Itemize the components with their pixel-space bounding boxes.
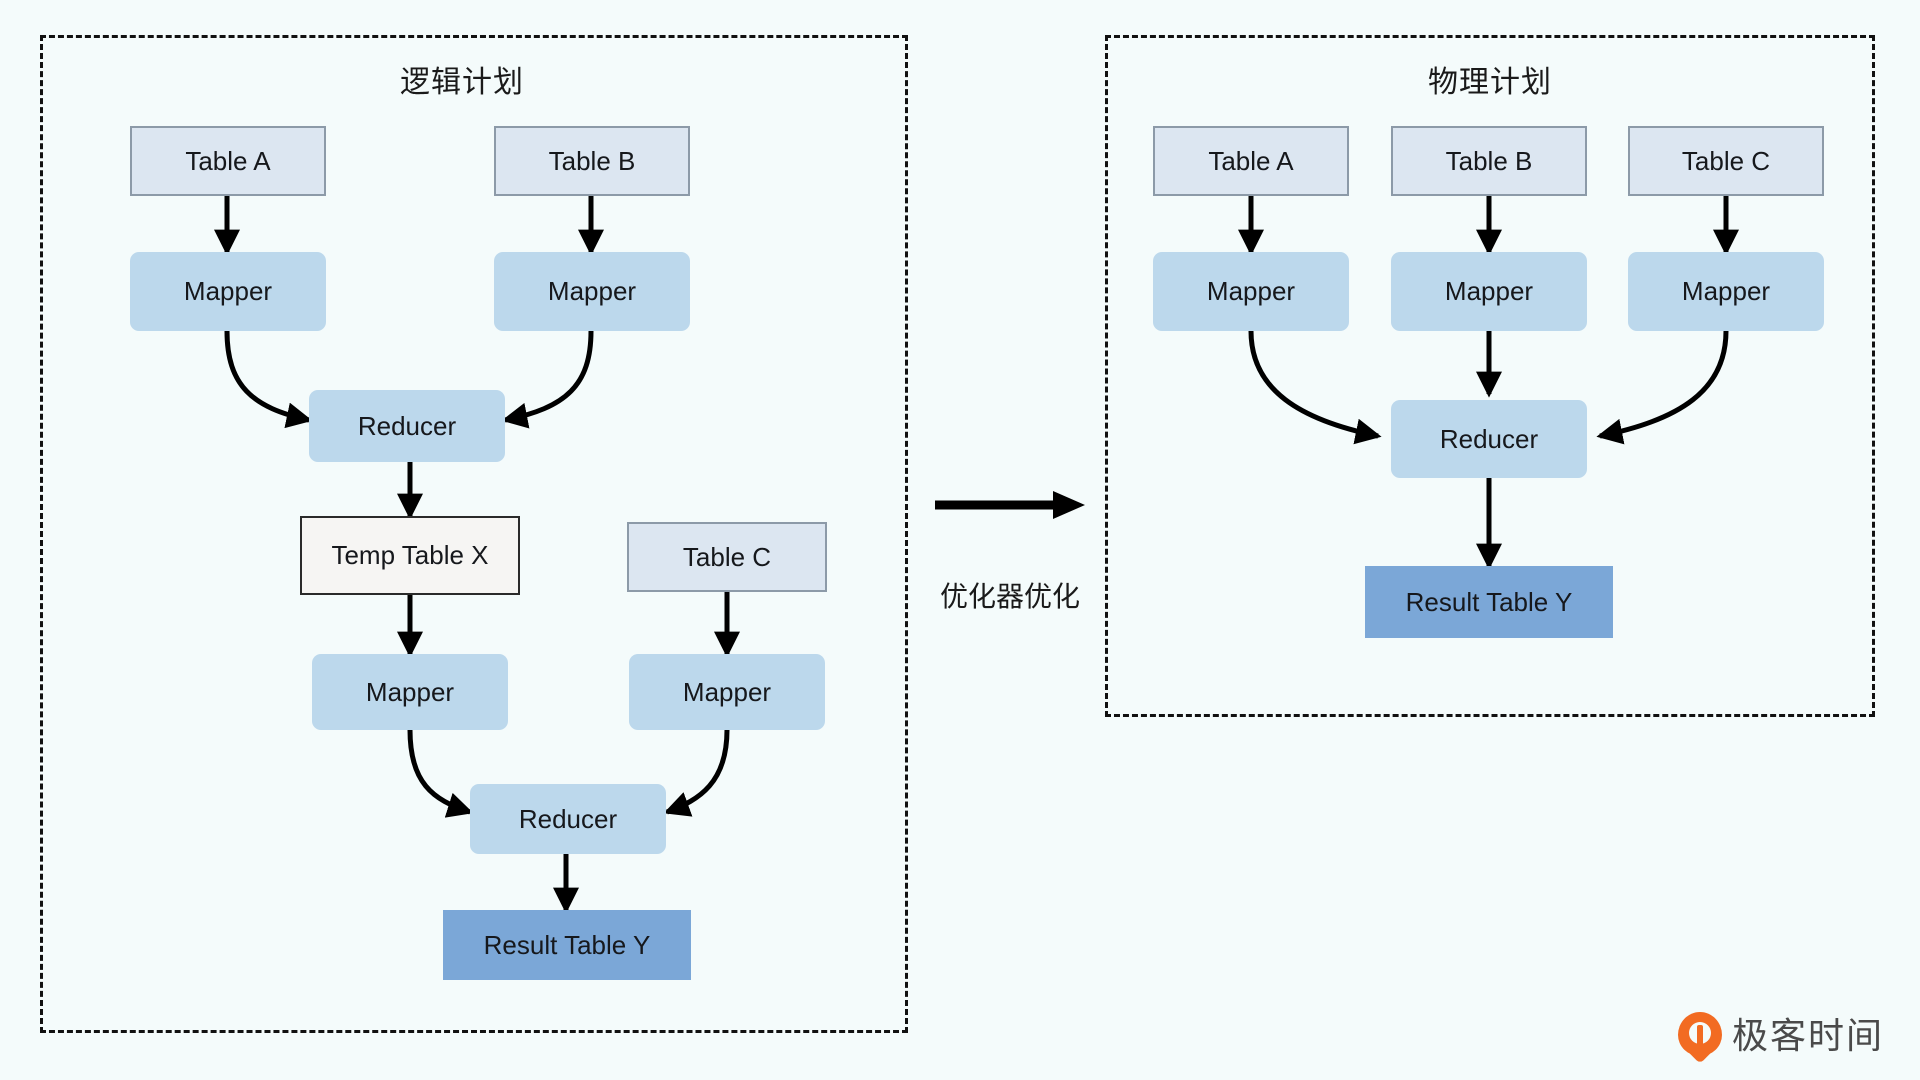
physical-mapper-a[interactable]: Mapper xyxy=(1153,252,1349,331)
physical-mapper-b[interactable]: Mapper xyxy=(1391,252,1587,331)
logical-reducer-1[interactable]: Reducer xyxy=(309,390,505,462)
logical-reducer-2[interactable]: Reducer xyxy=(470,784,666,854)
logical-mapper-x[interactable]: Mapper xyxy=(312,654,508,730)
logical-table-a[interactable]: Table A xyxy=(130,126,326,196)
optimizer-caption: 优化器优化 xyxy=(939,581,1080,612)
logical-plan-panel xyxy=(40,35,908,1033)
physical-reducer[interactable]: Reducer xyxy=(1391,400,1587,478)
geektime-pin-icon xyxy=(1678,1012,1722,1060)
brand-wordmark: 极客时间 xyxy=(1732,1015,1885,1056)
logical-mapper-a[interactable]: Mapper xyxy=(130,252,326,331)
optimizer-arrow-icon xyxy=(935,491,1085,519)
logical-temp-table-x[interactable]: Temp Table X xyxy=(300,516,520,595)
logical-plan-title: 逻辑计划 xyxy=(400,66,524,99)
logical-mapper-c[interactable]: Mapper xyxy=(629,654,825,730)
physical-table-b[interactable]: Table B xyxy=(1391,126,1587,196)
physical-table-c[interactable]: Table C xyxy=(1628,126,1824,196)
logical-table-b[interactable]: Table B xyxy=(494,126,690,196)
physical-table-a[interactable]: Table A xyxy=(1153,126,1349,196)
logical-mapper-b[interactable]: Mapper xyxy=(494,252,690,331)
brand-logo: 极客时间 xyxy=(1678,1012,1884,1060)
physical-plan-panel xyxy=(1105,35,1875,717)
physical-mapper-c[interactable]: Mapper xyxy=(1628,252,1824,331)
physical-result-table-y[interactable]: Result Table Y xyxy=(1365,566,1613,638)
logical-result-table-y[interactable]: Result Table Y xyxy=(443,910,691,980)
logical-table-c[interactable]: Table C xyxy=(627,522,827,592)
physical-plan-title: 物理计划 xyxy=(1428,66,1552,99)
